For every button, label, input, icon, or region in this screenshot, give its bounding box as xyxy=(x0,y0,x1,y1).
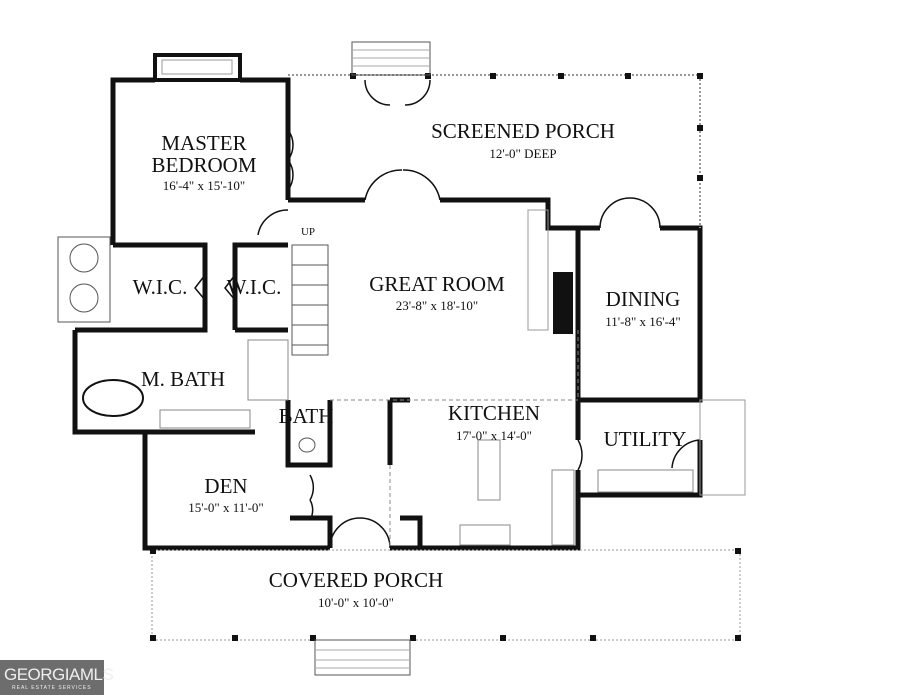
room-name: BEDROOM xyxy=(151,153,257,177)
stair-up-label: UP xyxy=(300,226,316,238)
master-bath-walls xyxy=(72,327,255,435)
logo-text: GEORGIAMLS xyxy=(4,665,114,684)
den-walls xyxy=(142,432,330,551)
georgia-mls-logo: GEORGIAMLS REAL ESTATE SERVICES xyxy=(0,660,114,695)
utility-porch xyxy=(699,399,746,496)
kitchen-dims: 17'-0" x 14'-0" xyxy=(456,428,532,443)
master-bedroom-dims: 16'-4" x 15'-10" xyxy=(162,178,246,193)
screened-porch-label: SCREENED PORCH xyxy=(431,119,615,143)
fireplace xyxy=(553,272,573,334)
room-name: MASTER xyxy=(161,131,247,155)
logo-subtext: REAL ESTATE SERVICES xyxy=(12,685,92,691)
door-swings xyxy=(194,79,701,549)
kitchen-island xyxy=(477,439,501,501)
wic-label-1: W.I.C. xyxy=(132,275,188,299)
porch-posts xyxy=(350,73,703,181)
bath-walls xyxy=(285,400,333,468)
master-bath-label: M. BATH xyxy=(140,367,226,391)
great-room-label: GREAT ROOM xyxy=(369,272,505,296)
master-bay-window xyxy=(153,53,242,82)
closet-walls xyxy=(290,515,423,548)
kitchen-walls xyxy=(387,397,581,551)
staircase xyxy=(291,244,329,356)
den-dims: 15'-0" x 11'-0" xyxy=(188,500,264,515)
wic-label-2: W.I.C. xyxy=(226,275,282,299)
utility-label: UTILITY xyxy=(603,427,687,451)
covered-porch-outline xyxy=(151,549,741,641)
porch-steps-bottom xyxy=(314,639,411,676)
den-label: DEN xyxy=(204,474,248,498)
covered-porch-dims: 10'-0" x 10'-0" xyxy=(318,595,394,610)
ac-units xyxy=(57,236,111,323)
kitchen-label: KITCHEN xyxy=(447,401,541,425)
dining-label: DINING xyxy=(605,287,681,311)
bath-label: BATH xyxy=(278,404,334,428)
bathtub xyxy=(82,379,144,417)
great-room-dims: 23'-8" x 18'-10" xyxy=(395,298,479,313)
screened-porch-dims: 12'-0" DEEP xyxy=(489,146,557,161)
covered-porch-label: COVERED PORCH xyxy=(268,568,444,592)
dining-dims: 11'-8" x 16'-4" xyxy=(605,314,681,329)
wic-walls xyxy=(113,242,288,333)
